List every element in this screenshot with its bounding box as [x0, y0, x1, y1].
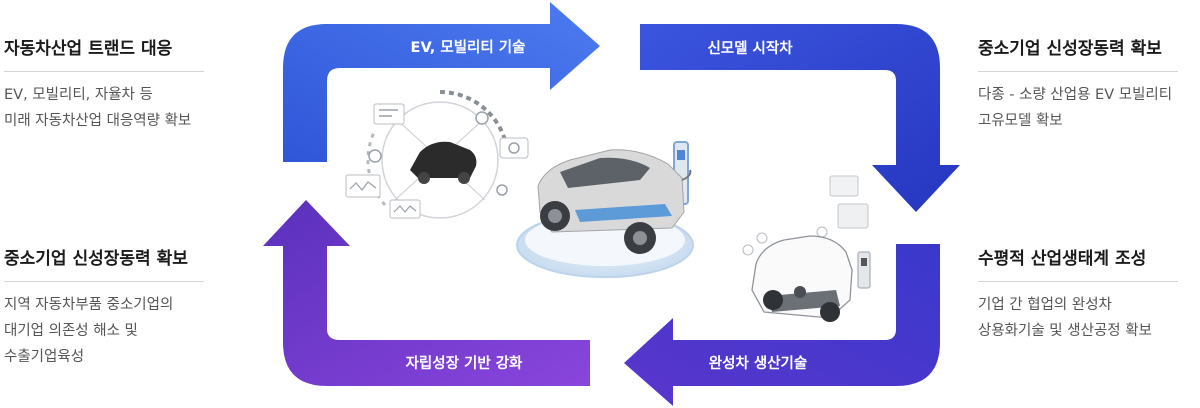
mobility-tech-illustration	[345, 90, 529, 219]
arrow-vehicle-production	[624, 244, 940, 406]
arrow-label-new-model: 신모델 시작차	[707, 41, 793, 57]
desc-line: EV, 모빌리티, 자율차 등	[4, 87, 153, 103]
sme-growth-desc-right: 다종 - 소량 산업용 EV 모빌리티 고유모델 확보	[978, 82, 1178, 134]
ecosystem-desc: 기업 간 협업의 완성차 상용화기술 및 생산공정 확보	[978, 292, 1178, 344]
desc-line: 지역 자동차부품 중소기업의	[4, 297, 174, 313]
desc-line: 다종 - 소량 산업용 EV 모빌리티	[978, 87, 1173, 103]
ecosystem-block: 수평적 산업생태계 조성 기업 간 협업의 완성차 상용화기술 및 생산공정 확…	[978, 244, 1178, 344]
sme-growth-block-left: 중소기업 신성장동력 확보 지역 자동차부품 중소기업의 대기업 의존성 해소 …	[4, 244, 204, 370]
arrow-label-ev-mobility: EV, 모빌리티 기술	[410, 40, 526, 56]
desc-line: 수출기업육성	[4, 349, 85, 365]
trend-response-title: 자동차산업 트랜드 대응	[4, 34, 204, 72]
sme-growth-block-right: 중소기업 신성장동력 확보 다종 - 소량 산업용 EV 모빌리티 고유모델 확…	[978, 34, 1178, 134]
desc-line: 고유모델 확보	[978, 113, 1063, 129]
trend-response-desc: EV, 모빌리티, 자율차 등 미래 자동차산업 대응역량 확보	[4, 82, 204, 134]
sme-growth-title-left: 중소기업 신성장동력 확보	[4, 244, 204, 282]
sme-growth-title-right: 중소기업 신성장동력 확보	[978, 34, 1178, 72]
arrow-label-self-growth: 자립성장 기반 강화	[405, 356, 523, 372]
desc-line: 대기업 의존성 해소 및	[4, 323, 138, 339]
ev-chassis-illustration	[742, 175, 871, 322]
trend-response-block: 자동차산업 트랜드 대응 EV, 모빌리티, 자율차 등 미래 자동차산업 대응…	[4, 34, 204, 134]
desc-line: 기업 간 협업의 완성차	[978, 297, 1112, 313]
desc-line: 상용화기술 및 생산공정 확보	[978, 323, 1152, 339]
ecosystem-title: 수평적 산업생태계 조성	[978, 244, 1178, 282]
desc-line: 미래 자동차산업 대응역량 확보	[4, 113, 192, 129]
sme-growth-desc-left: 지역 자동차부품 중소기업의 대기업 의존성 해소 및 수출기업육성	[4, 292, 204, 370]
arrow-new-model	[640, 24, 960, 212]
arrow-ev-mobility	[283, 2, 600, 162]
arrow-label-vehicle-production: 완성차 생산기술	[708, 356, 808, 372]
arrow-self-growth	[263, 200, 590, 386]
ev-charging-illustration	[516, 141, 694, 278]
